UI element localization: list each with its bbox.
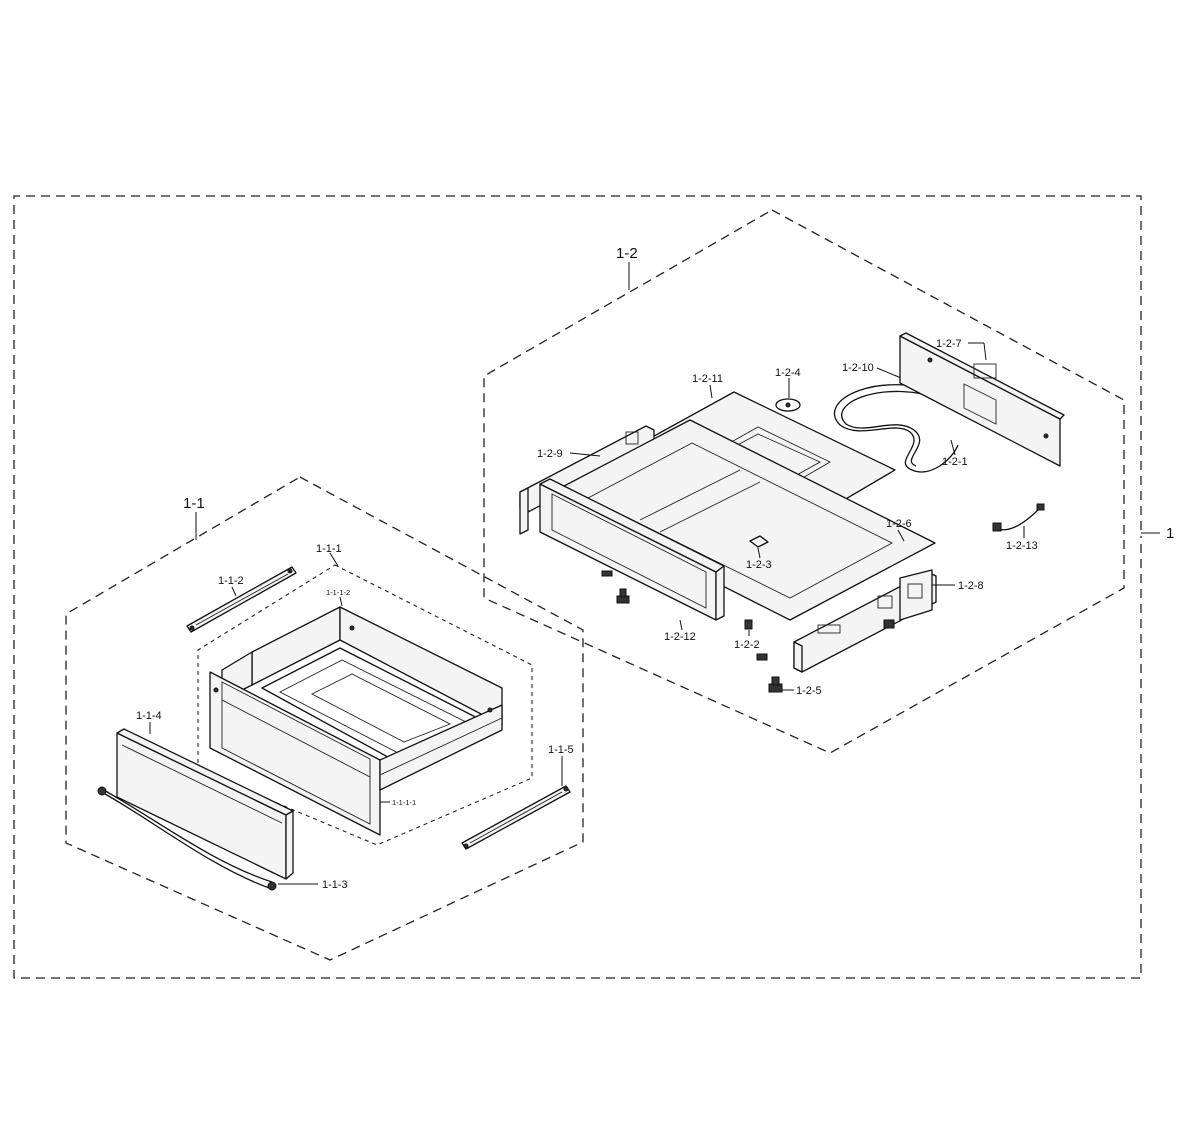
spacer: 1-2-2: [734, 619, 768, 661]
label-1-1-1: 1-1-1: [316, 543, 342, 555]
group-1-2-boundary: 1-2: [483, 209, 1125, 754]
leveling-foot: 1-2-5: [768, 676, 822, 697]
heating-element: 1-2-1: [833, 384, 968, 473]
label-1-2-12: 1-2-12: [664, 631, 696, 643]
drawer-front-panel: 1-1-4: [116, 710, 294, 880]
label-1-2-9: 1-2-9: [537, 448, 563, 460]
retainer-clip: 1-2-3: [746, 535, 772, 571]
drawer-slide-rail-right: 1-1-5: [461, 744, 574, 850]
label-1-1-1-1: 1-1-1-1: [392, 798, 416, 807]
label-1-2-2: 1-2-2: [734, 639, 760, 651]
label-1-1-1-2: 1-1-1-2: [326, 588, 350, 597]
label-assembly-1: 1: [1166, 525, 1174, 542]
label-group-1-2: 1-2: [616, 245, 638, 262]
label-1-2-8: 1-2-8: [958, 580, 984, 592]
sensor-bracket: 1-2-4: [775, 367, 801, 412]
label-1-1-4: 1-1-4: [136, 710, 162, 722]
base-plate: 1-2-6: [544, 419, 936, 621]
drawer-handle: 1-1-3: [97, 786, 348, 891]
group-1-1-boundary: 1-1: [65, 476, 584, 961]
right-side-bracket: 1-2-8: [793, 569, 984, 673]
label-1-2-10: 1-2-10: [842, 362, 874, 374]
drawer-slide-rail-left: 1-1-2: [186, 566, 297, 633]
label-1-1-2: 1-1-2: [218, 575, 244, 587]
label-group-1-1: 1-1: [183, 495, 205, 512]
drawer-box-boundary: 1-1-1: [197, 543, 533, 846]
label-1-2-1: 1-2-1: [942, 456, 968, 468]
label-1-2-4: 1-2-4: [775, 367, 801, 379]
front-frame: 1-2-12: [539, 478, 725, 643]
assembly-boundary: 1: [13, 195, 1174, 979]
label-1-2-7: 1-2-7: [936, 338, 962, 350]
label-1-2-6: 1-2-6: [886, 518, 912, 530]
wire-harness: 1-2-13: [992, 503, 1045, 552]
drawer-box: 1-1-1-2 1-1-1-1: [209, 588, 503, 836]
label-1-2-3: 1-2-3: [746, 559, 772, 571]
rear-panel: 1-2-7: [899, 332, 1065, 467]
label-1-1-5: 1-1-5: [548, 744, 574, 756]
label-1-2-5: 1-2-5: [796, 685, 822, 697]
label-1-2-11: 1-2-11: [692, 373, 723, 385]
label-1-2-13: 1-2-13: [1006, 540, 1038, 552]
leveling-foot-left: [601, 570, 630, 604]
label-1-1-3: 1-1-3: [322, 879, 348, 891]
